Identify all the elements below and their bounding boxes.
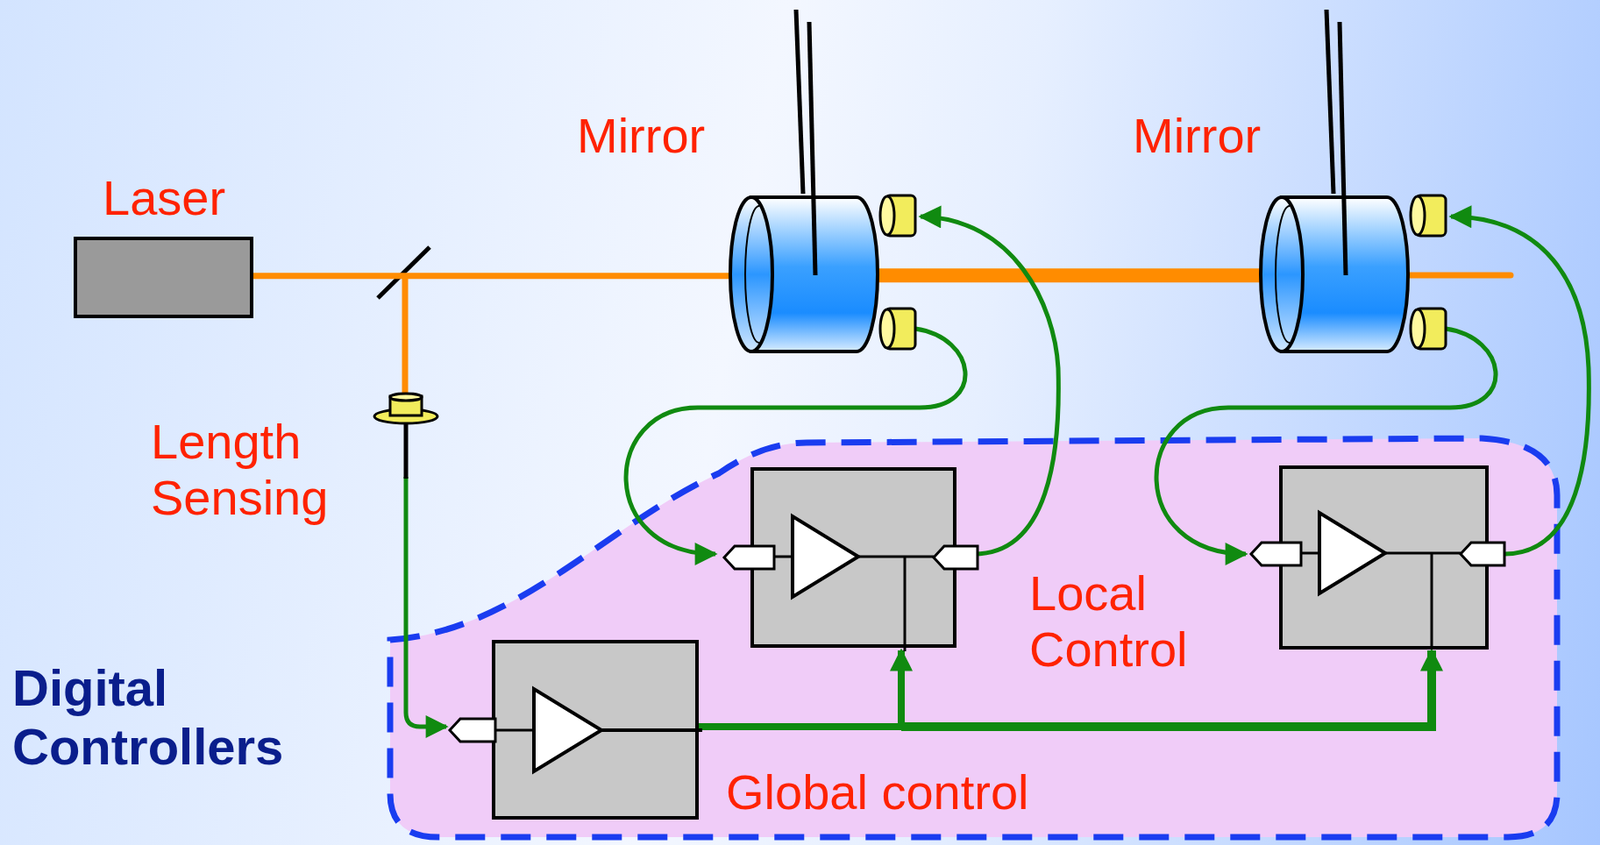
beam-splitter: [377, 247, 430, 299]
laser-beam: [253, 272, 746, 279]
part-label: Global control: [725, 764, 1147, 821]
photodetector: Length Sensing: [372, 392, 440, 425]
global-bus: [698, 650, 902, 727]
controller-box: Local Control: [750, 467, 957, 648]
region-title: Digital Controllers: [12, 659, 399, 776]
mirror: Mirror: [729, 195, 878, 353]
controller-region: Digital ControllersLocal ControlGlobal c…: [385, 429, 1562, 844]
mirror-illustration: [729, 195, 878, 353]
cavity-beam: [868, 268, 1271, 283]
beam-to-detector: [402, 275, 409, 397]
part-label: Mirror: [1132, 107, 1282, 164]
laser-box: Laser: [73, 236, 254, 319]
controller-box: [1251, 467, 1505, 648]
part-label: Length Sensing: [150, 413, 362, 527]
controller-box: Global control: [491, 640, 699, 820]
part-label: Local Control: [1029, 565, 1231, 679]
amplifier-illustration: [495, 643, 703, 824]
detector-cable: [404, 424, 409, 479]
amplifier-illustration: [753, 470, 960, 652]
mirror-illustration: [1259, 195, 1408, 353]
global-bus-branch: [1429, 650, 1435, 684]
part-label: Laser: [102, 170, 296, 227]
signal-wire: [405, 476, 447, 727]
photodiode-illustration: [372, 392, 440, 425]
mirror: Mirror: [1259, 195, 1408, 353]
part-label: Mirror: [576, 107, 726, 164]
output-beam: [1408, 272, 1511, 279]
